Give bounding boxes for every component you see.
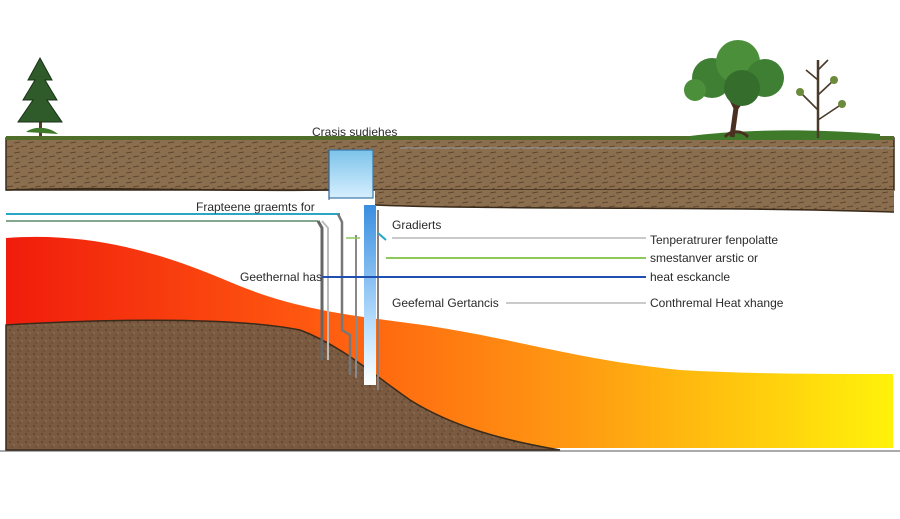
pointer-lines: [322, 147, 894, 304]
label-right-2: smestanver arstic or: [650, 251, 759, 265]
well-column: [328, 149, 376, 385]
conifer-tree-icon: [17, 56, 63, 136]
label-right-1: Tenperatrurer fenpolatte: [650, 233, 779, 247]
leafy-tree-icon: [684, 40, 784, 139]
grass-patch: [690, 130, 880, 140]
surface-soil-layer: [5, 136, 895, 213]
label-gradients: Gradierts: [392, 218, 442, 232]
bare-tree-icon: [796, 59, 846, 138]
deep-soil-layer: [5, 319, 561, 451]
label-right-3: heat esckancle: [650, 270, 731, 284]
label-pipe-left: Frapteene graemts for: [196, 200, 315, 214]
pipe-network: [6, 210, 387, 390]
label-right-4: Conthremal Heat xhange: [650, 296, 784, 310]
label-geothermal: Geethernal has: [240, 270, 323, 284]
label-top: Crasis sudiehes: [312, 125, 398, 139]
label-geofemal: Geefemal Gertancis: [392, 296, 499, 310]
